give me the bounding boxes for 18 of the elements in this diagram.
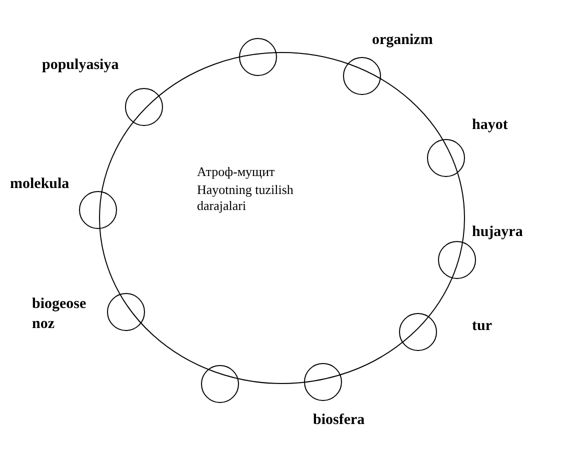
small-circle	[399, 313, 437, 351]
level-label: biogeose noz	[32, 295, 88, 334]
level-label: biosfera	[313, 411, 366, 430]
small-circle	[239, 38, 277, 76]
level-label: molekula	[10, 175, 70, 194]
level-label: hujayra	[472, 223, 524, 242]
level-label: populyasiya	[42, 56, 119, 75]
small-circle	[79, 191, 117, 229]
small-circle	[107, 293, 145, 331]
level-label: organizm	[372, 31, 434, 50]
small-circle	[438, 241, 476, 279]
level-label: hayot	[472, 116, 509, 135]
small-circle	[125, 88, 163, 126]
small-circle	[201, 365, 239, 403]
center-heading: Атроф-мущит	[197, 164, 276, 180]
center-text: Hayotning tuzilish darajalari	[197, 182, 294, 214]
level-label: tur	[472, 317, 492, 336]
small-circle	[304, 363, 342, 401]
